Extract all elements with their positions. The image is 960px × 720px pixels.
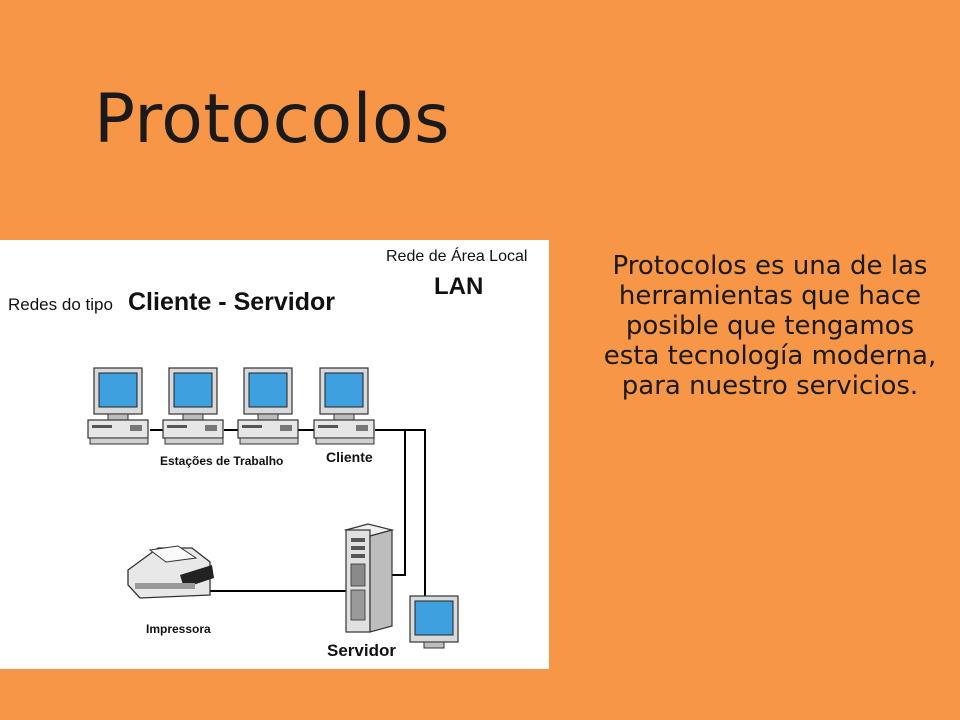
workstation-computer-2	[162, 367, 224, 445]
workstation-computer-3	[237, 367, 299, 445]
client-label: Cliente	[326, 449, 373, 465]
client-computer	[313, 367, 375, 445]
header-main: Cliente - Servidor	[128, 288, 335, 316]
network-abbr: LAN	[434, 273, 483, 300]
printer-icon	[127, 545, 214, 599]
server-tower-icon	[343, 523, 395, 633]
header-prefix: Redes do tipo	[8, 295, 113, 314]
server-label: Servidor	[327, 641, 396, 660]
server-monitor-icon	[409, 595, 459, 649]
slide-body-text: Protocolos es una de las herramientas qu…	[603, 251, 937, 401]
network-diagram-svg: Redes do tipo Cliente - Servidor Rede de…	[8, 246, 527, 660]
workstation-computer-1	[87, 367, 149, 445]
printer-label: Impressora	[146, 622, 211, 636]
workstations-label: Estações de Trabalho	[160, 454, 283, 468]
network-diagram: Redes do tipo Cliente - Servidor Rede de…	[0, 240, 549, 669]
network-name: Rede de Área Local	[386, 246, 527, 265]
slide-title: Protocolos	[94, 80, 451, 159]
